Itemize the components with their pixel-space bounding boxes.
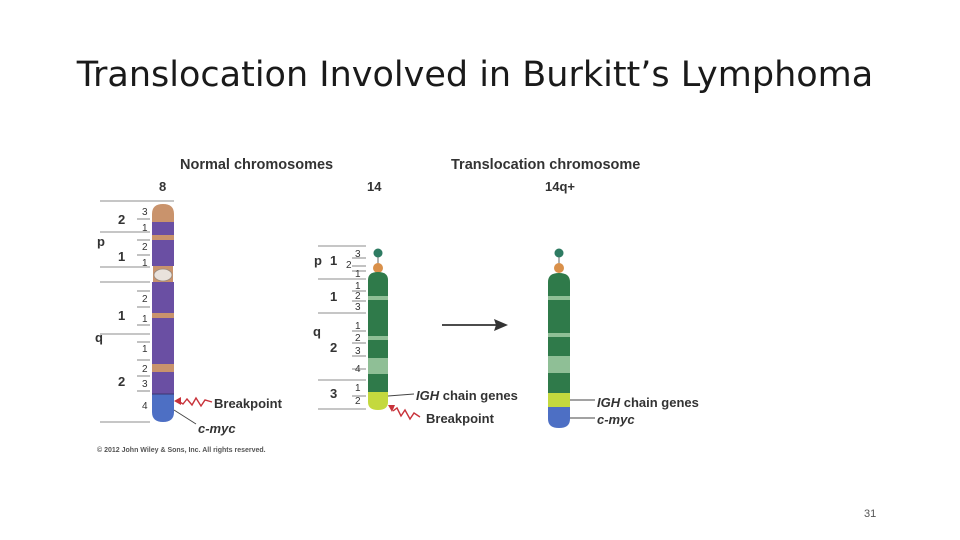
chr14-band-number: 3	[355, 346, 361, 357]
chromosome-14: p q 1 1 2 3 3 2 1 1 2 3 1 2 3 4 1 2	[313, 246, 388, 410]
chr14-label: 14	[367, 179, 382, 194]
chr14-band-number: 3	[355, 249, 361, 260]
chr14-region-number: 2	[330, 340, 337, 355]
chr14-igh-region	[368, 392, 388, 410]
page-number: 31	[864, 508, 876, 520]
chr14-breakpoint-marker	[388, 405, 420, 419]
chr8-band-tan	[152, 235, 174, 240]
chr8-band-number: 2	[142, 364, 148, 375]
heading-translocation-chromosome: Translocation chromosome	[451, 157, 640, 173]
chr14-band-number: 2	[355, 333, 361, 344]
chr8-region-number: 1	[118, 249, 125, 264]
chr14-band-number: 1	[355, 383, 361, 394]
chr8-breakpoint-marker	[174, 397, 212, 406]
chr8-band-number: 1	[142, 314, 148, 325]
chr8-band-tan	[152, 364, 174, 372]
chr14-band-number: 3	[355, 302, 361, 313]
chr8-band-number: 2	[142, 242, 148, 253]
chr8-cmyc-label: c-myc	[198, 421, 236, 436]
heading-normal-chromosomes: Normal chromosomes	[180, 157, 333, 173]
chr8-band-number: 1	[142, 223, 148, 234]
chr14-band-number: 2	[355, 291, 361, 302]
chr14-region-number: 1	[330, 289, 337, 304]
chr8-p-arm	[152, 222, 174, 266]
chr14-arm-q: q	[313, 324, 321, 339]
chr14-igh-leader	[388, 394, 414, 396]
chr8-arm-p: p	[97, 234, 105, 249]
chr8-band-number: 3	[142, 207, 148, 218]
chr8-region-number: 1	[118, 308, 125, 323]
chr14q-igh-region	[548, 393, 570, 407]
chr8-band-number: 4	[142, 401, 148, 412]
chr8-band-number: 2	[142, 294, 148, 305]
chr14-arm-p: p	[314, 253, 322, 268]
chr8-band-number: 1	[142, 258, 148, 269]
chr8-region-number: 2	[118, 212, 125, 227]
chr14-region-number: 3	[330, 386, 337, 401]
chr8-arm-q: q	[95, 330, 103, 345]
chr8-cmyc-leader	[174, 410, 196, 424]
chr14-breakpoint-label: Breakpoint	[426, 411, 495, 426]
copyright-notice: © 2012 John Wiley & Sons, Inc. All right…	[97, 446, 266, 454]
chr14-igh-label: IGH chain genes	[416, 388, 518, 403]
chr14-band-number: 2	[355, 396, 361, 407]
chr14-band-number: 1	[355, 321, 361, 332]
chr8-band-number: 1	[142, 344, 148, 355]
chr8-p-tip	[152, 204, 174, 222]
chr14-band-number: 2	[346, 260, 352, 271]
chr14-band-number: 4	[355, 364, 361, 375]
translocation-arrow	[442, 319, 508, 331]
chr14-satellite-orange	[373, 263, 383, 273]
result-cmyc-label: c-myc	[597, 412, 635, 427]
chr14-satellite-teal	[374, 249, 383, 258]
chromosome-14q-plus	[548, 249, 570, 429]
chr8-region-number: 2	[118, 374, 125, 389]
chr14q-satellite-teal	[555, 249, 564, 258]
chr8-band-tan	[152, 313, 174, 318]
chr8-centromere-constriction	[154, 269, 172, 281]
chr14-band-number: 1	[355, 269, 361, 280]
chr8-breakpoint-label: Breakpoint	[214, 396, 283, 411]
chr14q-plus-label: 14q+	[545, 179, 575, 194]
chr14-region-number: 1	[330, 253, 337, 268]
chr14q-cmyc-region	[548, 407, 570, 428]
chr8-label: 8	[159, 179, 166, 194]
chr8-band-number: 3	[142, 379, 148, 390]
chromosome-8: p q 2 1 1 2 3 1 2 1 2 1 1 2 3 4	[95, 201, 174, 422]
result-igh-label: IGH chain genes	[597, 395, 699, 410]
chr8-cmyc-region	[152, 394, 174, 422]
chr8-q-arm	[152, 282, 174, 394]
chr14q-satellite-orange	[554, 263, 564, 273]
